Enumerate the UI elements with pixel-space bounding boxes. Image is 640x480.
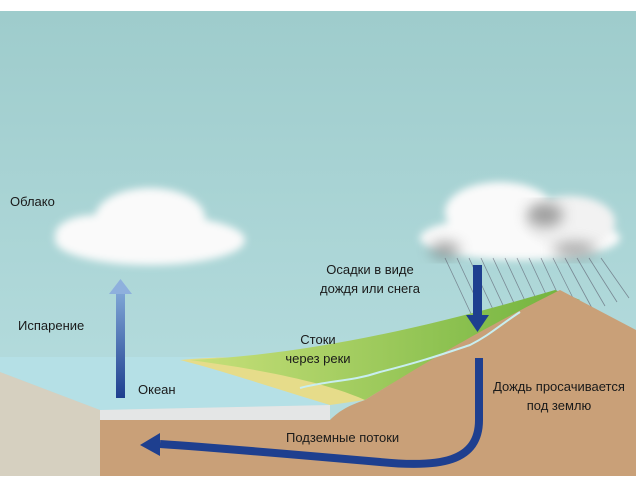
soil: [100, 290, 636, 476]
precipitation-arrow: [466, 265, 489, 332]
label-infiltration-line2: под землю: [526, 398, 592, 413]
rain-streak: [576, 257, 606, 307]
rain-streak: [588, 257, 618, 303]
label-cloud: Облако: [10, 194, 55, 209]
label-evaporation: Испарение: [18, 318, 85, 333]
groundwater-arrow: [140, 358, 483, 468]
beach: [180, 357, 365, 405]
rain-cloud: [420, 182, 620, 260]
rain-streak: [600, 257, 630, 299]
label-runoff-line2: через реки: [285, 351, 351, 366]
rain-streak: [444, 257, 474, 319]
label-infiltration: Дождь просачивается под землю: [478, 379, 640, 413]
label-precipitation-line1: Осадки в виде: [326, 262, 414, 277]
evaporation-arrow: [109, 279, 132, 398]
label-runoff: Стоки через реки: [278, 332, 358, 366]
label-infiltration-line1: Дождь просачивается: [493, 379, 625, 394]
rain-streak: [564, 257, 594, 311]
label-precipitation-line2: дождя или снега: [320, 281, 420, 296]
river: [299, 311, 521, 389]
ocean-block-side: [0, 372, 100, 476]
ocean-surface: [0, 357, 330, 410]
label-precipitation: Осадки в виде дождя или снега: [305, 262, 435, 296]
label-groundwater: Подземные потоки: [286, 430, 400, 445]
label-ocean: Океан: [138, 382, 176, 397]
label-runoff-line1: Стоки: [300, 332, 336, 347]
ocean-block-front: [100, 405, 330, 420]
cloud-left: [55, 188, 245, 265]
